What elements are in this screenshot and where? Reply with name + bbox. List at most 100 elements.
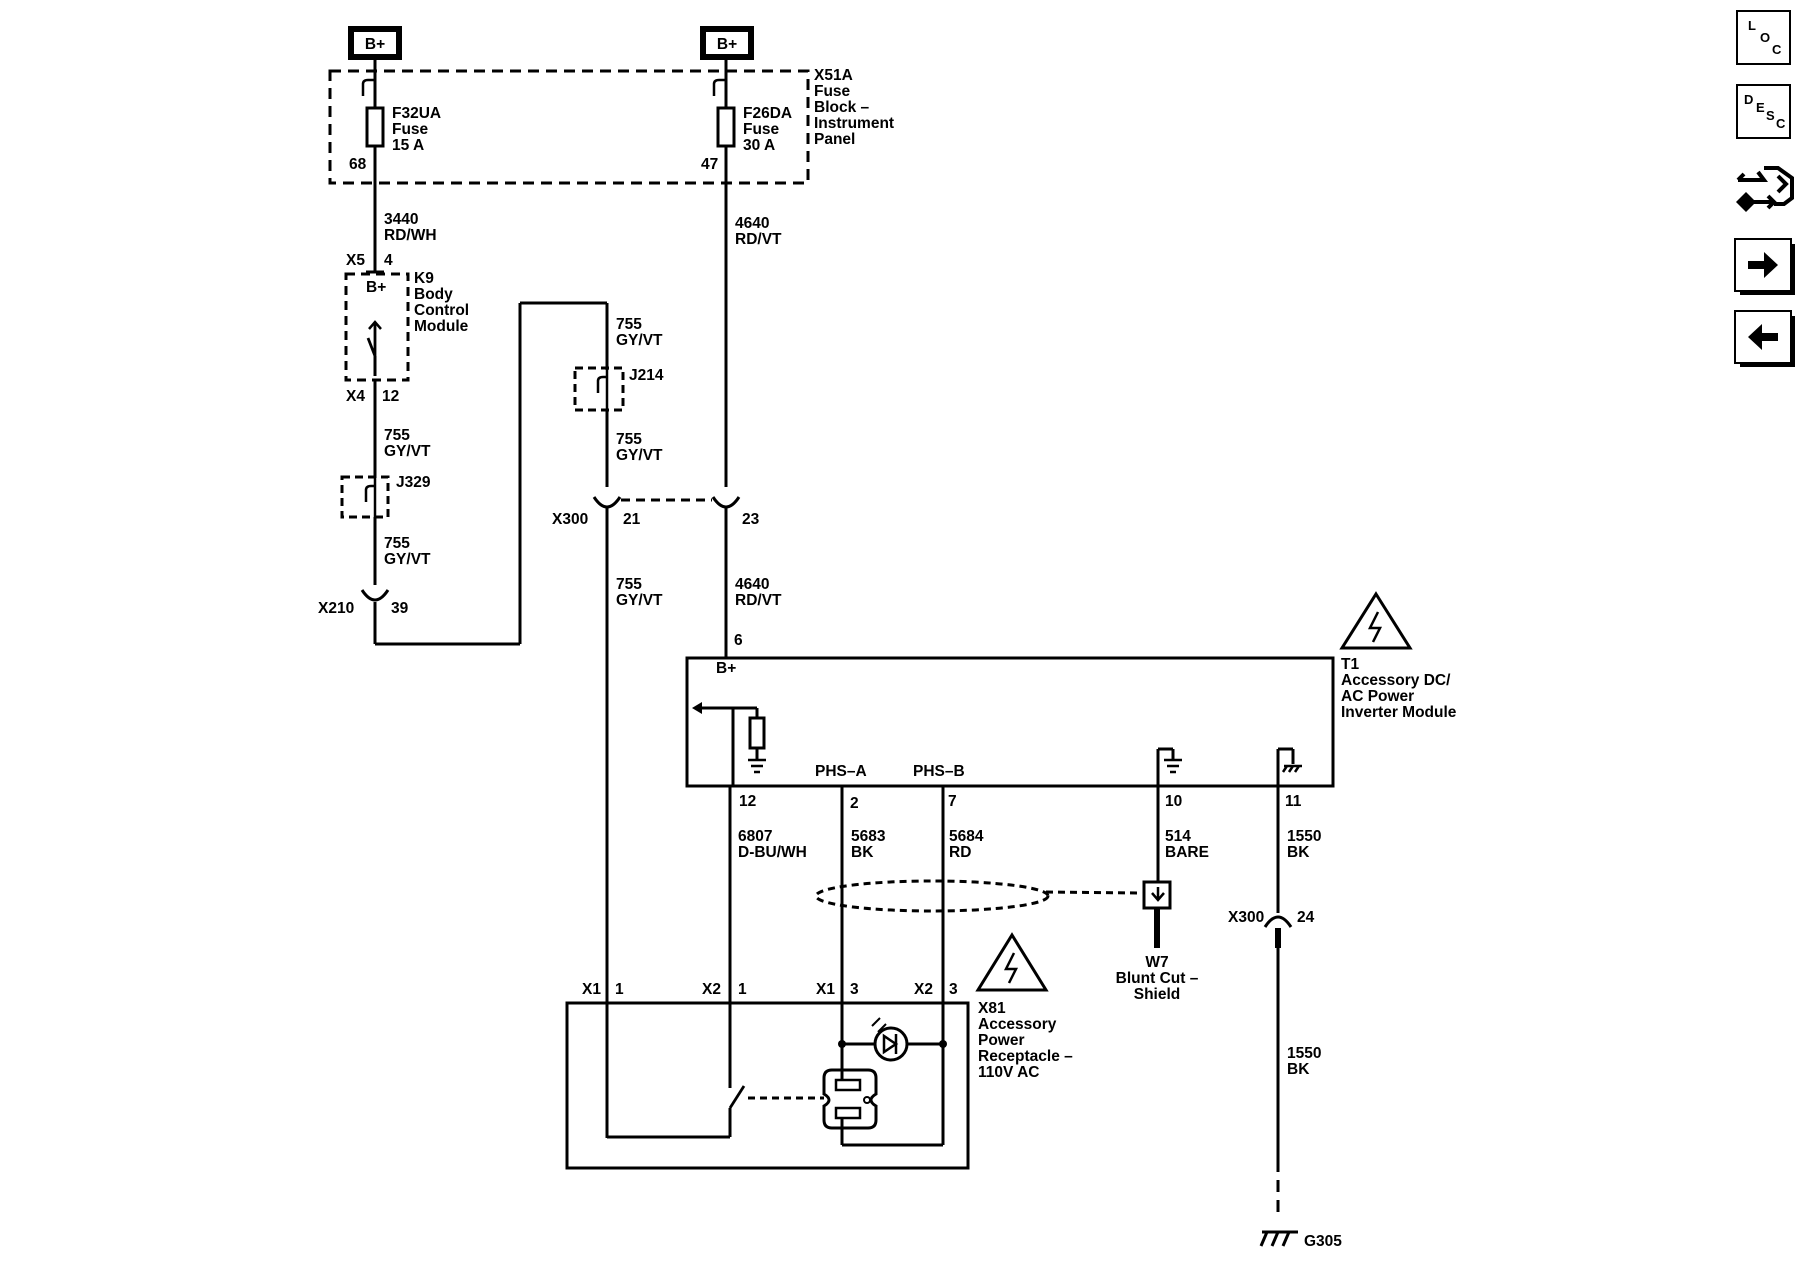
inverter-desc-3: Inverter Module [1341, 704, 1457, 721]
wire-3440-circuit: 3440 [384, 211, 418, 228]
connector-view-button[interactable] [1734, 158, 1796, 220]
inverter-b-plus-pin: 6 [734, 632, 743, 649]
indicator-lamp [873, 1026, 909, 1062]
receptacle-desc-2: Power [978, 1032, 1025, 1049]
x210-name: X210 [318, 600, 354, 617]
x300a-pin-1: 21 [623, 511, 641, 528]
wire-1550a-circuit: 1550 [1287, 828, 1321, 845]
bcm-name: K9 [414, 270, 434, 287]
fuse-block-desc-1: Fuse [814, 83, 851, 100]
connector-x300-pin21 [592, 496, 622, 509]
inverter-warning-icon [1339, 591, 1413, 650]
fuse-f32ua-symbol [365, 106, 385, 148]
splice-j214-outline [573, 366, 625, 412]
wire-1550b-color: BK [1287, 1061, 1310, 1078]
inverter-pin-7: 7 [948, 793, 957, 810]
receptacle-name: X81 [978, 1000, 1006, 1017]
desc-letter-s: S [1766, 108, 1775, 123]
fuse-1-rating: 15 A [392, 137, 424, 154]
arrow-right-icon [1748, 252, 1778, 278]
receptacle-pin-1: 1 [615, 981, 624, 998]
shield-desc-1: Blunt Cut – [1116, 970, 1199, 987]
fuse-1-word: Fuse [392, 121, 429, 138]
fuse-2-name: F26DA [743, 105, 792, 122]
fuse-f26da-symbol [716, 106, 736, 148]
wire-4640b-circuit: 4640 [735, 576, 769, 593]
inverter-pin-12: 12 [739, 793, 756, 810]
fuse-2-pin: 47 [701, 156, 718, 173]
description-button[interactable]: D E S C [1736, 84, 1791, 139]
bcm-conn-out: X4 [346, 388, 365, 405]
wire-755b-circuit: 755 [384, 535, 410, 552]
inverter-desc-2: AC Power [1341, 688, 1414, 705]
wire-755a-color: GY/VT [384, 443, 431, 460]
fuse-block-desc-3: Instrument [814, 115, 894, 132]
wire-755d-color: GY/VT [616, 447, 663, 464]
splice-j214-label: J214 [629, 367, 664, 384]
x300a-name: X300 [552, 511, 588, 528]
receptacle-conn-3: X1 [816, 981, 835, 998]
wire-514-color: BARE [1165, 844, 1209, 861]
bcm-switch [366, 322, 377, 357]
wire-4640b-color: RD/VT [735, 592, 782, 609]
b-plus-label-2: B+ [717, 36, 737, 53]
wire-4640a-circuit: 4640 [735, 215, 769, 232]
receptacle-outline [565, 1001, 970, 1170]
wire-755e-circuit: 755 [616, 576, 642, 593]
wire-5683-color: BK [851, 844, 874, 861]
wire-1550b-circuit: 1550 [1287, 1045, 1321, 1062]
wire-755e-color: GY/VT [616, 592, 663, 609]
inverter-phs-b: PHS–B [913, 763, 965, 780]
inverter-ground-2 [1164, 758, 1182, 774]
desc-letter-d: D [1744, 92, 1754, 107]
x300b-name: X300 [1228, 909, 1264, 926]
previous-page-button[interactable] [1734, 310, 1795, 367]
receptacle-warning-icon [975, 932, 1049, 992]
desc-letter-e: E [1756, 100, 1765, 115]
bcm-desc-1: Body [414, 286, 453, 303]
inverter-pin-10: 10 [1165, 793, 1182, 810]
receptacle-pin-2: 1 [738, 981, 747, 998]
receptacle-desc-3: Receptacle – [978, 1048, 1073, 1065]
b-plus-label-1: B+ [365, 36, 385, 53]
wire-755d-circuit: 755 [616, 431, 642, 448]
wire-755c-color: GY/VT [616, 332, 663, 349]
bcm-desc-3: Module [414, 318, 469, 335]
inverter-desc-1: Accessory DC/ [1341, 672, 1451, 689]
x300b-pin: 24 [1297, 909, 1315, 926]
next-page-button[interactable] [1734, 238, 1795, 295]
wire-755c-circuit: 755 [616, 316, 642, 333]
receptacle-pin-4: 3 [949, 981, 958, 998]
fuse-block-outline [328, 69, 810, 185]
bcm-b-plus: B+ [366, 279, 386, 296]
wire-3440-color: RD/WH [384, 227, 437, 244]
fuse-2-rating: 30 A [743, 137, 775, 154]
bcm-outline [344, 272, 410, 382]
connector-x300-pin23 [711, 496, 741, 509]
inverter-pin-2: 2 [850, 795, 859, 812]
wire-5683-circuit: 5683 [851, 828, 886, 845]
wire-5684-color: RD [949, 844, 971, 861]
receptacle-desc-1: Accessory [978, 1016, 1057, 1033]
loc-letter-o: O [1760, 30, 1771, 45]
wire-5684-circuit: 5684 [949, 828, 984, 845]
wire-4640a-color: RD/VT [735, 231, 782, 248]
splice-j329-label: J329 [396, 474, 431, 491]
bcm-desc-2: Control [414, 302, 469, 319]
receptacle-conn-4: X2 [914, 981, 933, 998]
fuse-1-name: F32UA [392, 105, 441, 122]
loc-letter-l: L [1748, 18, 1756, 33]
wire-6807-circuit: 6807 [738, 828, 772, 845]
fuse-block-desc-4: Panel [814, 131, 855, 148]
wire-6807-color: D-BU/WH [738, 844, 807, 861]
receptacle-desc-4: 110V AC [978, 1064, 1039, 1081]
location-button[interactable]: L O C [1736, 10, 1791, 65]
connector-end-view-icon [1736, 166, 1794, 212]
receptacle-conn-2: X2 [702, 981, 721, 998]
splice-j329-outline [340, 475, 390, 519]
wire-755a-circuit: 755 [384, 427, 410, 444]
receptacle-pin-3: 3 [850, 981, 859, 998]
inverter-pin-11: 11 [1285, 793, 1302, 810]
bcm-pin-out: 12 [382, 388, 399, 405]
